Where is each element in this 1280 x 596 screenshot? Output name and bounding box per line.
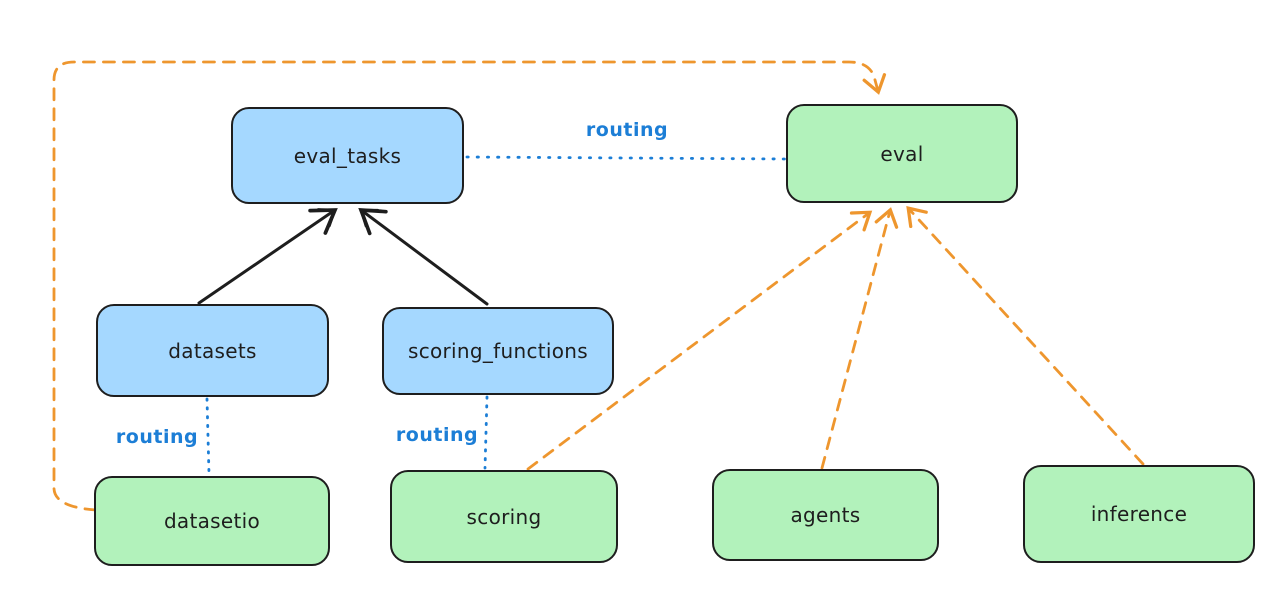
node-datasets: datasets [96, 304, 329, 397]
node-eval: eval [786, 104, 1018, 203]
edge-datasets-to-datasetio-routing [205, 397, 211, 476]
node-scoring-functions: scoring_functions [382, 307, 614, 395]
node-agents: agents [712, 469, 939, 561]
node-agents-label: agents [790, 503, 861, 527]
node-eval-tasks: eval_tasks [231, 107, 464, 204]
edge-scoring-functions-to-scoring-routing [483, 395, 489, 470]
node-datasetio-label: datasetio [163, 509, 261, 533]
edge-datasets-to-eval-tasks [197, 208, 338, 305]
node-scoring-functions-label: scoring_functions [407, 339, 589, 363]
node-datasets-label: datasets [168, 338, 257, 363]
edge-scoring-to-eval [526, 210, 873, 471]
edge-datasetio-to-eval [52, 60, 887, 512]
edge-scoring-functions-to-eval-tasks [358, 207, 489, 306]
node-eval-tasks-label: eval_tasks [293, 143, 402, 168]
node-scoring-label: scoring [466, 504, 542, 529]
edge-label-routing-eval-tasks-eval: routing [585, 119, 669, 141]
edge-inference-to-eval [906, 206, 1145, 466]
edge-eval-tasks-to-eval-routing [465, 155, 788, 161]
node-datasetio: datasetio [94, 476, 330, 566]
node-inference-label: inference [1090, 502, 1188, 526]
edge-label-routing-scoring-functions-scoring: routing [395, 424, 479, 446]
node-eval-label: eval [880, 141, 924, 166]
node-scoring: scoring [390, 470, 618, 563]
edge-agents-to-eval [820, 207, 899, 470]
node-inference: inference [1023, 465, 1255, 563]
edge-label-routing-datasets-datasetio: routing [115, 426, 199, 448]
